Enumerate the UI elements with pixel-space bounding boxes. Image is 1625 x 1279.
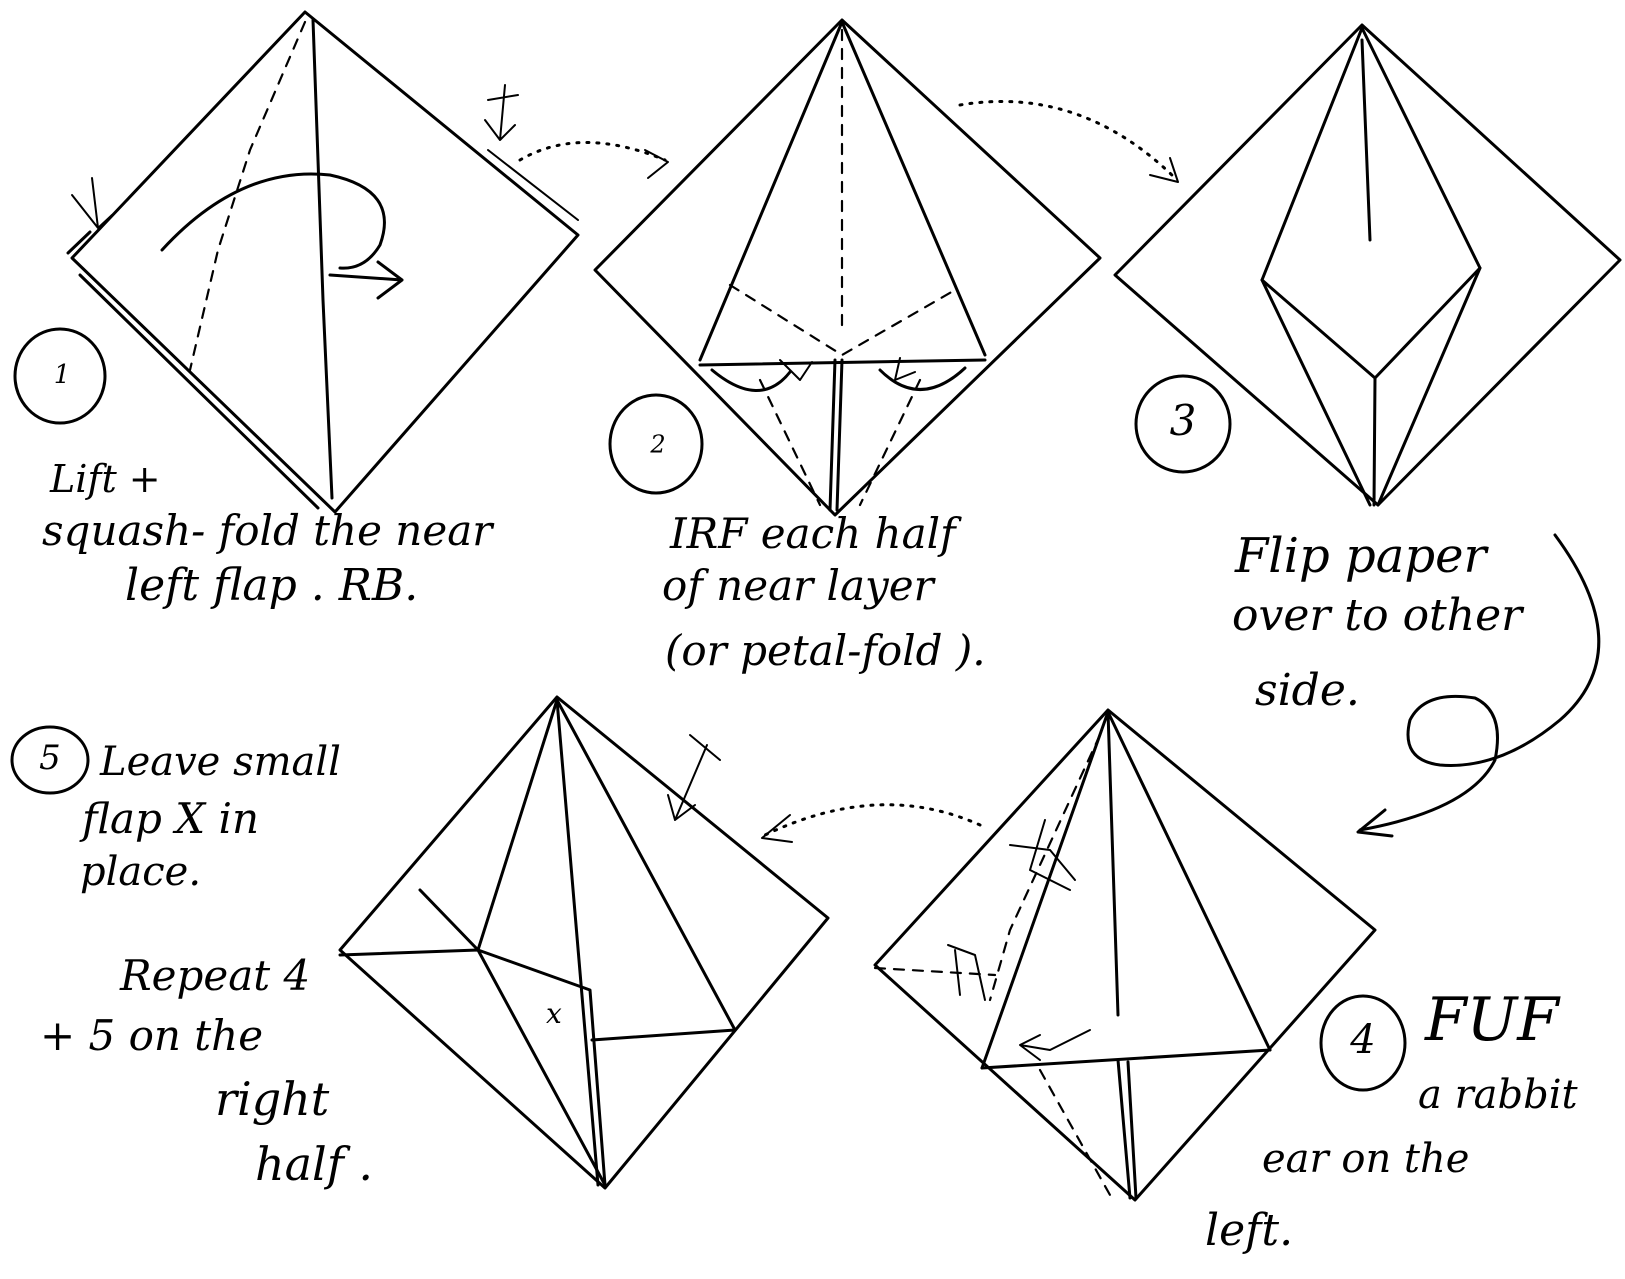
diagram-step-4: [875, 710, 1375, 1200]
repeat-note: Repeat 4 + 5 on the right half .: [40, 951, 373, 1191]
repeat-note-line-4: half .: [255, 1137, 373, 1191]
caption-5-line-1: Leave small: [99, 739, 341, 785]
repeat-note-line-3: right: [215, 1072, 330, 1126]
caption-5-line-2: flap X in: [79, 794, 259, 843]
step-number-2: 2: [649, 431, 665, 459]
push-arrow-top: [485, 85, 518, 140]
caption-1-line-3: left flap . RB.: [125, 560, 418, 611]
caption-5-line-3: place.: [80, 849, 201, 895]
diagram-step-5: x: [340, 697, 828, 1188]
repeat-note-line-1: Repeat 4: [119, 951, 310, 1000]
caption-step-3: Flip paper over to other side.: [1232, 528, 1525, 716]
caption-2-line-2: of near layer: [662, 561, 937, 610]
step-number-5: 5: [39, 738, 61, 778]
caption-3-line-1: Flip paper: [1234, 528, 1489, 584]
caption-1-line-2: squash- fold the near: [42, 506, 495, 555]
caption-2-line-1: IRF each half: [669, 509, 962, 558]
caption-3-line-3: side.: [1255, 665, 1360, 716]
caption-3-line-2: over to other: [1232, 590, 1525, 641]
step-number-1: 1: [54, 360, 71, 390]
caption-4-line-3: ear on the: [1262, 1136, 1469, 1182]
caption-step-1: Lift + squash- fold the near left flap .…: [42, 457, 495, 611]
diagram-step-1: [68, 12, 578, 512]
push-arrow-left: [72, 178, 112, 228]
caption-step-2: IRF each half of near layer (or petal-fo…: [662, 509, 986, 675]
caption-2-line-3: (or petal-fold ).: [665, 626, 986, 675]
dotted-arrow-1-to-2: [520, 143, 665, 161]
caption-step-4: FUF a rabbit ear on the left.: [1205, 985, 1579, 1256]
caption-4-line-2: a rabbit: [1418, 1072, 1579, 1118]
caption-4-line-1: FUF: [1424, 985, 1561, 1055]
repeat-note-line-2: + 5 on the: [40, 1011, 263, 1060]
dotted-arrow-2-to-3: [960, 101, 1175, 178]
dotted-arrow-4-to-5: [765, 805, 980, 835]
diagram-step-2: [595, 20, 1100, 515]
caption-4-line-4: left.: [1205, 1205, 1293, 1256]
caption-1-line-1: Lift +: [49, 457, 161, 501]
step-number-4: 4: [1349, 1017, 1375, 1063]
step-number-3: 3: [1170, 396, 1197, 445]
caption-step-5: Leave small flap X in place.: [79, 739, 341, 895]
flap-x-marker: x: [546, 997, 562, 1030]
